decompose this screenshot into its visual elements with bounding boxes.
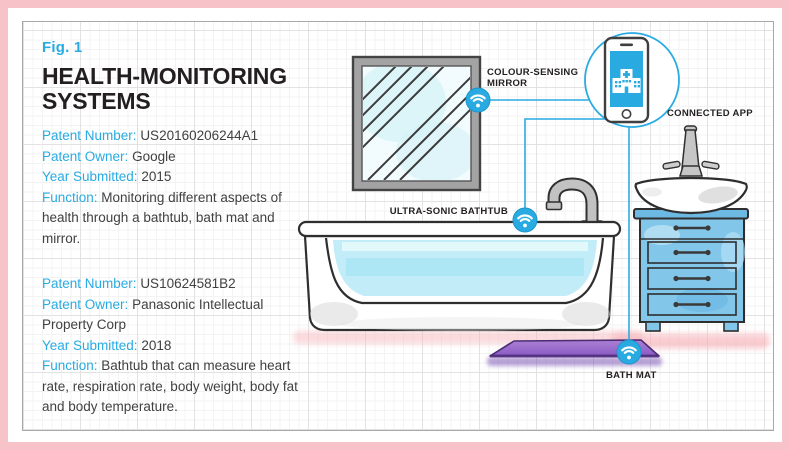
patent-function-row: Function: Bathtub that can measure heart… — [42, 356, 308, 418]
patent-function-label: Function: — [42, 358, 98, 373]
patent-owner-row: Patent Owner: Panasonic Intellectual Pro… — [42, 295, 308, 336]
hospital-app-icon — [612, 69, 641, 93]
patent-entry: Patent Number: US20160206244A1 Patent Ow… — [42, 126, 308, 249]
patent-owner-label: Patent Owner: — [42, 296, 129, 312]
connected-app-label: CONNECTED APP — [667, 108, 753, 119]
smartphone-illustration — [603, 36, 650, 124]
patent-number-value: US20160206244A1 — [140, 128, 259, 143]
figure-label: Fig. 1 — [42, 39, 83, 56]
patent-number-row: Patent Number: US20160206244A1 — [42, 126, 308, 147]
mirror-illustration — [351, 55, 482, 192]
patent-owner-row: Patent Owner: Google — [42, 147, 308, 168]
patent-number-row: Patent Number: US10624581B2 — [42, 274, 308, 295]
patent-function-label: Function: — [42, 189, 98, 205]
drawer-handles — [673, 225, 711, 308]
patent-number-value: US10624581B2 — [140, 276, 236, 291]
patent-year-row: Year Submitted: 2015 — [42, 167, 308, 188]
patent-owner-value: Google — [132, 148, 176, 164]
mirror-label: COLOUR-SENSING MIRROR — [487, 67, 579, 89]
patent-owner-value: Panasonic Intellectual Property Corp — [42, 296, 264, 333]
connector-lines — [478, 99, 630, 340]
bathtub-illustration — [297, 177, 622, 332]
patent-year-row: Year Submitted: 2018 — [42, 336, 308, 357]
patent-function-row: Function: Monitoring different aspects o… — [42, 188, 308, 250]
patent-number-label: Patent Number: — [42, 276, 137, 291]
connector-line — [524, 118, 606, 213]
connected-app-circle — [584, 32, 680, 128]
patent-number-label: Patent Number: — [42, 128, 137, 143]
wifi-icon — [511, 206, 539, 234]
patent-entry: Patent Number: US10624581B2 Patent Owner… — [42, 274, 308, 418]
page-title: HEALTH-MONITORING SYSTEMS — [42, 63, 287, 114]
patent-year-label: Year Submitted: — [42, 169, 138, 184]
patent-year-value: 2015 — [141, 169, 172, 184]
bathtub-label: ULTRA-SONIC BATHTUB — [389, 206, 508, 217]
sink-illustration — [634, 125, 748, 215]
bath-mat-label: BATH MAT — [606, 370, 657, 381]
patent-function-value: Bathtub that can measure heart rate, res… — [42, 358, 298, 414]
patent-year-value: 2018 — [141, 337, 172, 353]
patent-owner-label: Patent Owner: — [42, 148, 129, 164]
vanity-cabinet-illustration — [633, 208, 749, 332]
wifi-icon — [615, 338, 643, 366]
patent-year-label: Year Submitted: — [42, 337, 138, 353]
patent-function-value: Monitoring different aspects of health t… — [42, 189, 282, 246]
wifi-icon — [464, 86, 492, 114]
